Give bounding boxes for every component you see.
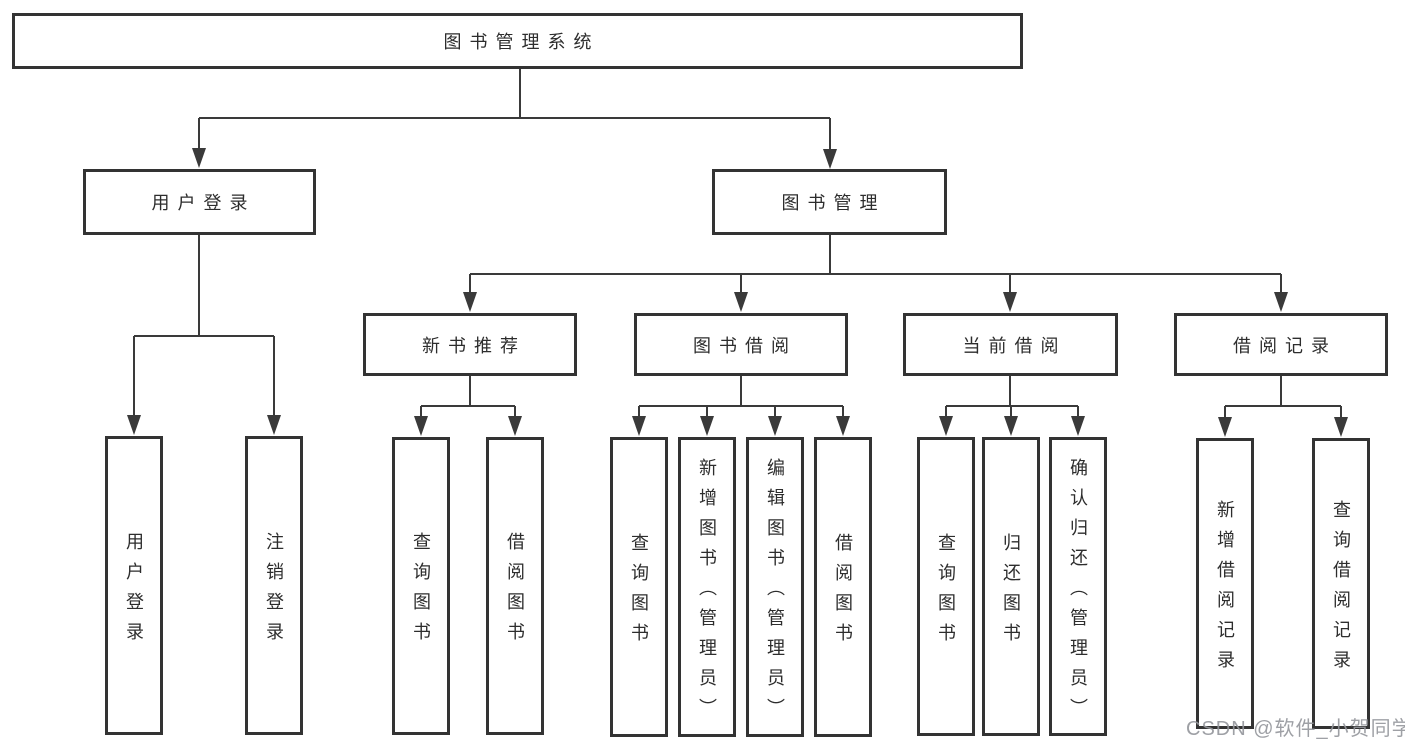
- leaf-add-book-admin-label: 新增图书（管理员）: [697, 458, 717, 728]
- node-borrow-records: 借阅记录: [1174, 313, 1388, 376]
- leaf-user-login: 用户登录: [105, 436, 163, 735]
- leaf-borrow-book-label: 借阅图书: [833, 533, 853, 653]
- node-current-borrow-label: 当前借阅: [962, 335, 1067, 356]
- leaf-add-borrow-record-label: 新增借阅记录: [1215, 499, 1235, 680]
- node-library-system: 图书管理系统: [12, 13, 1023, 69]
- leaf-query-borrow-record: 查询借阅记录: [1312, 438, 1370, 729]
- leaf-borrow-books-recommend: 借阅图书: [486, 437, 544, 735]
- node-user-login-label: 用户登录: [151, 193, 256, 213]
- csdn-watermark: CSDN @软件_小贺同学: [1186, 718, 1405, 740]
- node-library-system-label: 图书管理系统: [443, 32, 600, 52]
- leaf-return-book-label: 归还图书: [1001, 532, 1021, 653]
- leaf-confirm-return-admin-label: 确认归还（管理员）: [1068, 457, 1088, 728]
- node-borrow-records-label: 借阅记录: [1233, 335, 1337, 356]
- leaf-logout-label: 注销登录: [264, 531, 284, 652]
- leaf-query-books-current-label: 查询图书: [936, 532, 956, 653]
- node-new-book-recommend: 新书推荐: [363, 313, 577, 376]
- node-current-borrow: 当前借阅: [903, 313, 1118, 376]
- leaf-logout: 注销登录: [245, 436, 303, 735]
- node-user-login: 用户登录: [83, 169, 316, 235]
- leaf-query-borrow-record-label: 查询借阅记录: [1331, 499, 1351, 680]
- leaf-borrow-book: 借阅图书: [814, 437, 872, 737]
- leaf-edit-book-admin: 编辑图书（管理员）: [746, 437, 804, 737]
- leaf-add-book-admin: 新增图书（管理员）: [678, 437, 736, 737]
- leaf-query-books-recommend: 查询图书: [392, 437, 450, 735]
- node-book-management-label: 图书管理: [781, 193, 886, 213]
- leaf-edit-book-admin-label: 编辑图书（管理员）: [765, 458, 785, 728]
- node-new-book-recommend-label: 新书推荐: [422, 335, 526, 356]
- node-book-management: 图书管理: [712, 169, 947, 235]
- leaf-query-books-recommend-label: 查询图书: [411, 532, 431, 652]
- node-book-borrow: 图书借阅: [634, 313, 848, 376]
- node-book-borrow-label: 图书借阅: [693, 335, 797, 356]
- leaf-add-borrow-record: 新增借阅记录: [1196, 438, 1254, 729]
- leaf-return-book: 归还图书: [982, 437, 1040, 736]
- leaf-borrow-books-recommend-label: 借阅图书: [505, 532, 525, 652]
- leaf-user-login-label: 用户登录: [124, 531, 144, 652]
- leaf-query-books-borrow: 查询图书: [610, 437, 668, 737]
- leaf-query-books-current: 查询图书: [917, 437, 975, 736]
- leaf-query-books-borrow-label: 查询图书: [629, 533, 649, 653]
- arrowheads: [127, 148, 1348, 437]
- leaf-confirm-return-admin: 确认归还（管理员）: [1049, 437, 1107, 736]
